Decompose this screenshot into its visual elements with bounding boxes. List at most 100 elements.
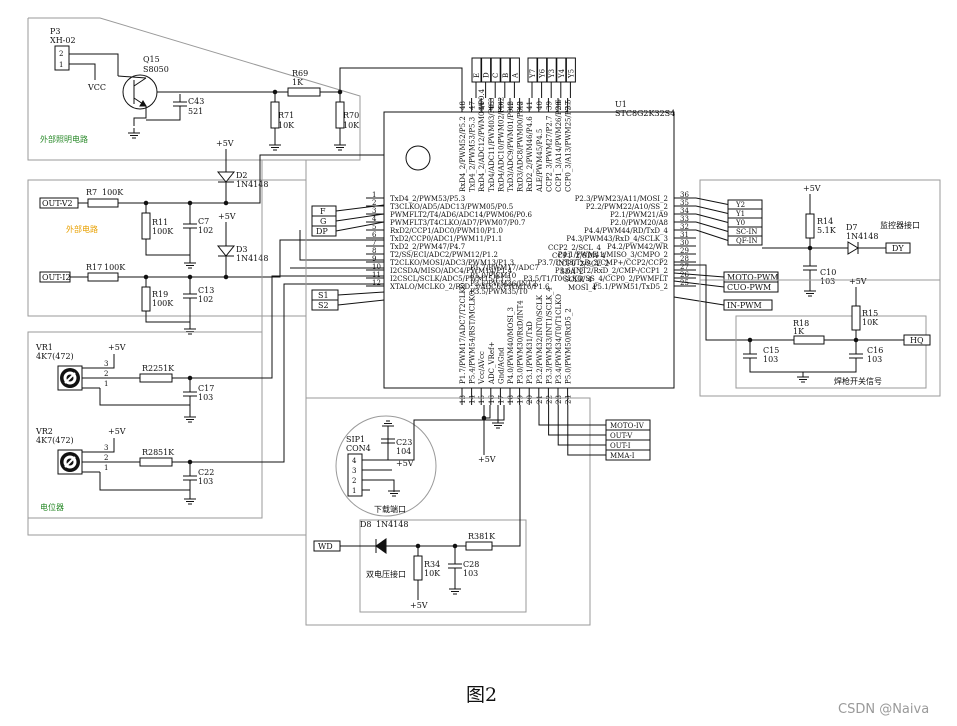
dual-voltage-border (359, 519, 527, 613)
pin-label: RxD4_2/PWM52/P5.2 (459, 116, 467, 192)
wire (695, 205, 729, 214)
c13-capacitor (182, 285, 198, 307)
junction-dot (807, 245, 813, 251)
pin-number: 44 (497, 101, 505, 110)
pin-label: P1.7/PWM17/ADC7/T2CLKO (459, 282, 467, 384)
download-port: 下载端口 SIP1 CON4 4 3 2 1 C23 104 +5V (335, 405, 505, 517)
pin-number: 12 (372, 279, 381, 287)
c10-val: 103 (820, 277, 835, 286)
pin-label: P3.1/PWM31/TxD (526, 321, 534, 384)
junction-dot (187, 375, 193, 381)
net-label: Y7 (529, 69, 537, 79)
pin-number: 41 (526, 101, 534, 110)
wire-c43-gnd (146, 114, 181, 121)
r14-resistor (805, 213, 815, 239)
pin-label: P4.4/PWM44/RD/TxD_4 (584, 227, 669, 235)
p3-ref: P3 (50, 27, 60, 36)
junction-dot (415, 543, 421, 549)
c43-capacitor (172, 93, 188, 115)
pin-number: 30 (680, 239, 689, 247)
r7-ref: R7 (86, 188, 97, 197)
wire (695, 221, 729, 232)
r18-ref: R18 (793, 319, 809, 328)
c13-ref: C13 (198, 286, 214, 295)
junction-dot (747, 337, 753, 343)
net-label: C (492, 73, 500, 78)
r11-resistor (141, 212, 151, 240)
net-label: SC-IN (736, 228, 757, 236)
c28-val: 103 (463, 569, 478, 578)
wire (749, 366, 857, 373)
ground-icon (796, 371, 810, 383)
c23-val: 104 (396, 447, 411, 456)
pin-number: 39 (545, 101, 553, 110)
pin-label: P3.7/INT3/TxD_2/CMP+/CCP2/CCP2 (537, 259, 668, 267)
pin-number: 5 (372, 223, 376, 231)
net-label: D (483, 72, 491, 78)
vr1-pin3: 3 (104, 360, 108, 368)
wire (337, 299, 385, 306)
c16-capacitor (848, 345, 864, 367)
pin-number: 32 (680, 223, 689, 231)
c17-capacitor (182, 383, 198, 405)
wire (335, 204, 385, 212)
d8-diode (375, 538, 387, 554)
pin-alt-label: P3.5/PWM35/T0 (470, 288, 528, 296)
c16-val: 103 (867, 355, 882, 364)
net-label: B (502, 73, 510, 78)
pin-number: 22 (545, 395, 553, 404)
p3-pin-1: 1 (59, 61, 63, 69)
pin-alt-label: CCP2_2/SCL_4 (548, 244, 601, 252)
weld-inner-border (735, 315, 927, 389)
dual-voltage-title: 双电压接口 (366, 569, 406, 579)
pin-number: 47 (469, 101, 477, 110)
junction-dot (143, 274, 149, 280)
r17-val: 100K (104, 263, 126, 272)
wire-q15-e (133, 106, 147, 126)
vr1-pin1: 1 (104, 380, 108, 388)
monitor-title: 监控器接口 (880, 220, 920, 230)
r34-resistor (413, 555, 423, 581)
pin-number: 45 (488, 101, 496, 110)
ground-icon (387, 485, 401, 497)
bottom-border (305, 397, 591, 626)
pin-label: P5.4/PWM54/RST/MCLKO (469, 290, 477, 384)
pin-number: 3 (372, 207, 376, 215)
sip1-pin3: 3 (352, 467, 356, 475)
pin-number: 29 (680, 247, 689, 255)
pin1-marker (405, 145, 431, 171)
r38-val: 1K (484, 532, 496, 541)
c28-ref: C28 (463, 560, 479, 569)
u1-part: STC8G2K32S4 (615, 109, 675, 118)
net-label: Y6 (539, 68, 547, 79)
ground-icon (803, 285, 817, 297)
pin-label: RxD4_2/ADC12/PWM04/P0.4 (478, 88, 486, 192)
net-s2-label: S2 (318, 301, 329, 310)
pin-label: ALE/PWM45/P4.5 (536, 129, 544, 193)
r19-ref: R19 (152, 290, 168, 299)
weld-supply: +5V (849, 277, 867, 286)
c15-capacitor (742, 345, 758, 367)
net-dp-label: DP (316, 227, 328, 236)
pin-label: T2CLKO/MOSI/ADC3/PWM13/P1.3 (390, 259, 514, 267)
pin-label: P3.3/PWM33/INT1/SCLK_4 (545, 287, 553, 384)
junction-dot (187, 274, 193, 280)
r22-val: 51K (158, 364, 175, 373)
p3-part: XH-02 (50, 36, 76, 45)
wd-label: WD (318, 542, 333, 551)
r69-ref: R69 (292, 69, 308, 78)
pin-label: CCP2_3/PWM27/P2.7 (545, 116, 553, 192)
pin-number: 8 (372, 247, 376, 255)
download-border (335, 415, 437, 517)
pin-label: I2CSCL/SCLK/ADC5/PWM15/P1.5 (390, 275, 511, 283)
wire-vr2 (265, 283, 384, 463)
sip1-supply: +5V (396, 459, 414, 468)
pin-number: 19 (517, 395, 525, 404)
c16-ref: C16 (867, 346, 883, 355)
wire (695, 229, 729, 241)
pin-label: RxD3/ADC8/PWM00/P0.0 (517, 101, 525, 192)
